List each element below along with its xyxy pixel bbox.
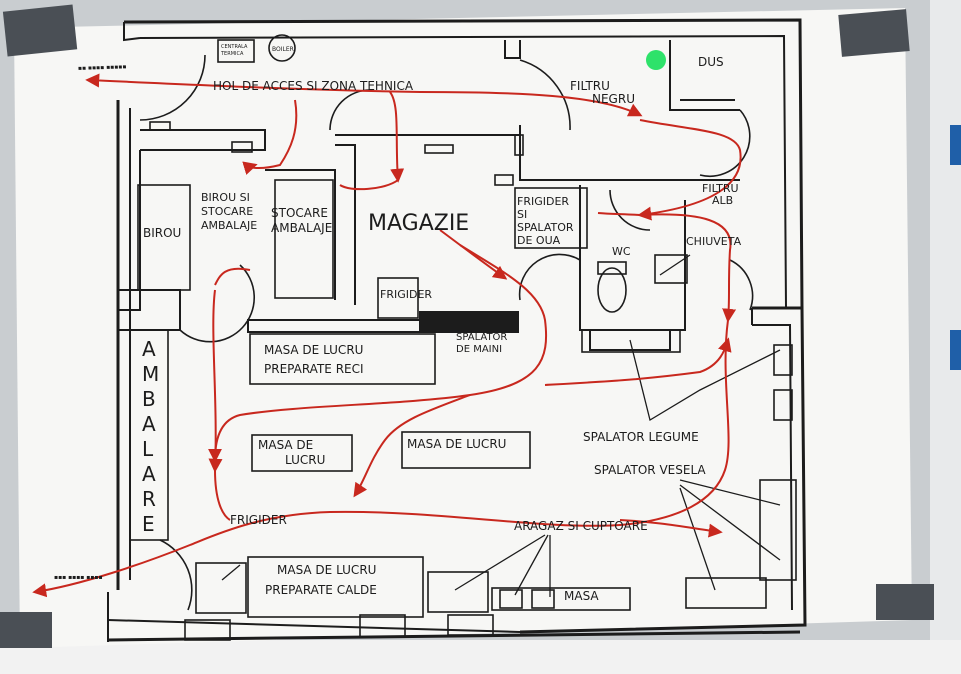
label-masa: MASA — [564, 589, 599, 603]
label-filtru-alb-2: ALB — [712, 194, 733, 207]
label-centrala-2: TERMICA — [220, 51, 244, 57]
label-frigider-spalator-2: SI — [517, 208, 527, 221]
flow-lines — [32, 73, 742, 598]
label-birou-stocare-3: AMBALAJE — [201, 219, 257, 232]
furniture — [129, 34, 797, 641]
ambalare-letter: A — [142, 412, 156, 436]
label-frigider-spalator-1: FRIGIDER — [517, 195, 569, 208]
room-labels: HOL DE ACCES SI ZONA TEHNICA FILTRU NEGR… — [143, 44, 742, 603]
label-spalator-legume: SPALATOR LEGUME — [583, 430, 699, 444]
label-masa-reci-1: MASA DE LUCRU — [264, 343, 363, 357]
leader-lines — [221, 254, 781, 597]
label-hol: HOL DE ACCES SI ZONA TEHNICA — [213, 79, 414, 93]
ambalare-letter: B — [142, 387, 156, 411]
label-masa-calde-1: MASA DE LUCRU — [277, 563, 376, 577]
label-frigider-magazie: FRIGIDER — [380, 288, 432, 301]
label-masa-lucru-b: MASA DE LUCRU — [407, 437, 506, 451]
label-dus: DUS — [698, 55, 724, 69]
label-wc: WC — [612, 245, 631, 258]
label-frigider-spalator-3: SPALATOR — [517, 221, 574, 234]
tape-top-left — [2, 4, 78, 57]
bottom-sheet — [0, 640, 961, 674]
tape-bottom-right — [876, 584, 934, 620]
ambalare-letter: L — [142, 437, 154, 461]
exit-note: ▪▪▪ ▪▪▪▪ ▪▪▪▪ — [54, 574, 103, 581]
label-masa-reci-2: PREPARATE RECI — [264, 362, 364, 376]
label-masa-lucru-a-2: LUCRU — [285, 453, 325, 467]
label-masa-lucru-a-1: MASA DE — [258, 438, 313, 452]
ambalare-letter: A — [142, 337, 156, 361]
ambalare-letter: A — [142, 462, 156, 486]
label-ambalare: A M B A L A R E — [142, 337, 159, 536]
label-masa-calde-2: PREPARATE CALDE — [265, 583, 377, 597]
label-filtru-alb-1: FILTRU — [702, 182, 739, 195]
label-filtru-negru-1: FILTRU — [570, 79, 610, 93]
blue-edge-marker — [950, 125, 961, 165]
entrance-note: ▪▪ ▪▪▪▪ ▪▪▪▪▪ — [78, 63, 127, 72]
label-chiuveta: CHIUVETA — [686, 235, 742, 248]
label-filtru-negru-2: NEGRU — [592, 92, 635, 106]
label-centrala-1: CENTRALA — [221, 44, 248, 50]
label-stocare-2: AMBALAJE — [271, 221, 332, 235]
label-frigider-spalator-4: DE OUA — [517, 234, 561, 247]
blue-edge-marker-2 — [950, 330, 961, 370]
tape-bottom-left — [0, 612, 52, 648]
green-marker — [646, 50, 666, 70]
label-frigider-jos: FRIGIDER — [230, 513, 287, 527]
label-aragaz: ARAGAZ SI CUPTOARE — [514, 519, 648, 533]
ambalare-letter: E — [142, 512, 155, 536]
tape-top-right — [838, 9, 910, 57]
label-spalator-maini-2: DE MAINI — [456, 344, 502, 355]
label-birou-stocare-1: BIROU SI — [201, 191, 250, 204]
label-spalator-vesela: SPALATOR VESELA — [594, 463, 706, 477]
label-stocare-1: STOCARE — [271, 206, 328, 220]
label-birou: BIROU — [143, 226, 181, 240]
ambalare-letter: R — [142, 487, 156, 511]
label-birou-stocare-2: STOCARE — [201, 205, 253, 218]
label-spalator-maini-1: SPALATOR — [456, 332, 507, 343]
label-magazie: MAGAZIE — [368, 211, 469, 236]
label-boiler: BOILER — [272, 46, 294, 53]
ambalare-letter: M — [142, 362, 159, 386]
